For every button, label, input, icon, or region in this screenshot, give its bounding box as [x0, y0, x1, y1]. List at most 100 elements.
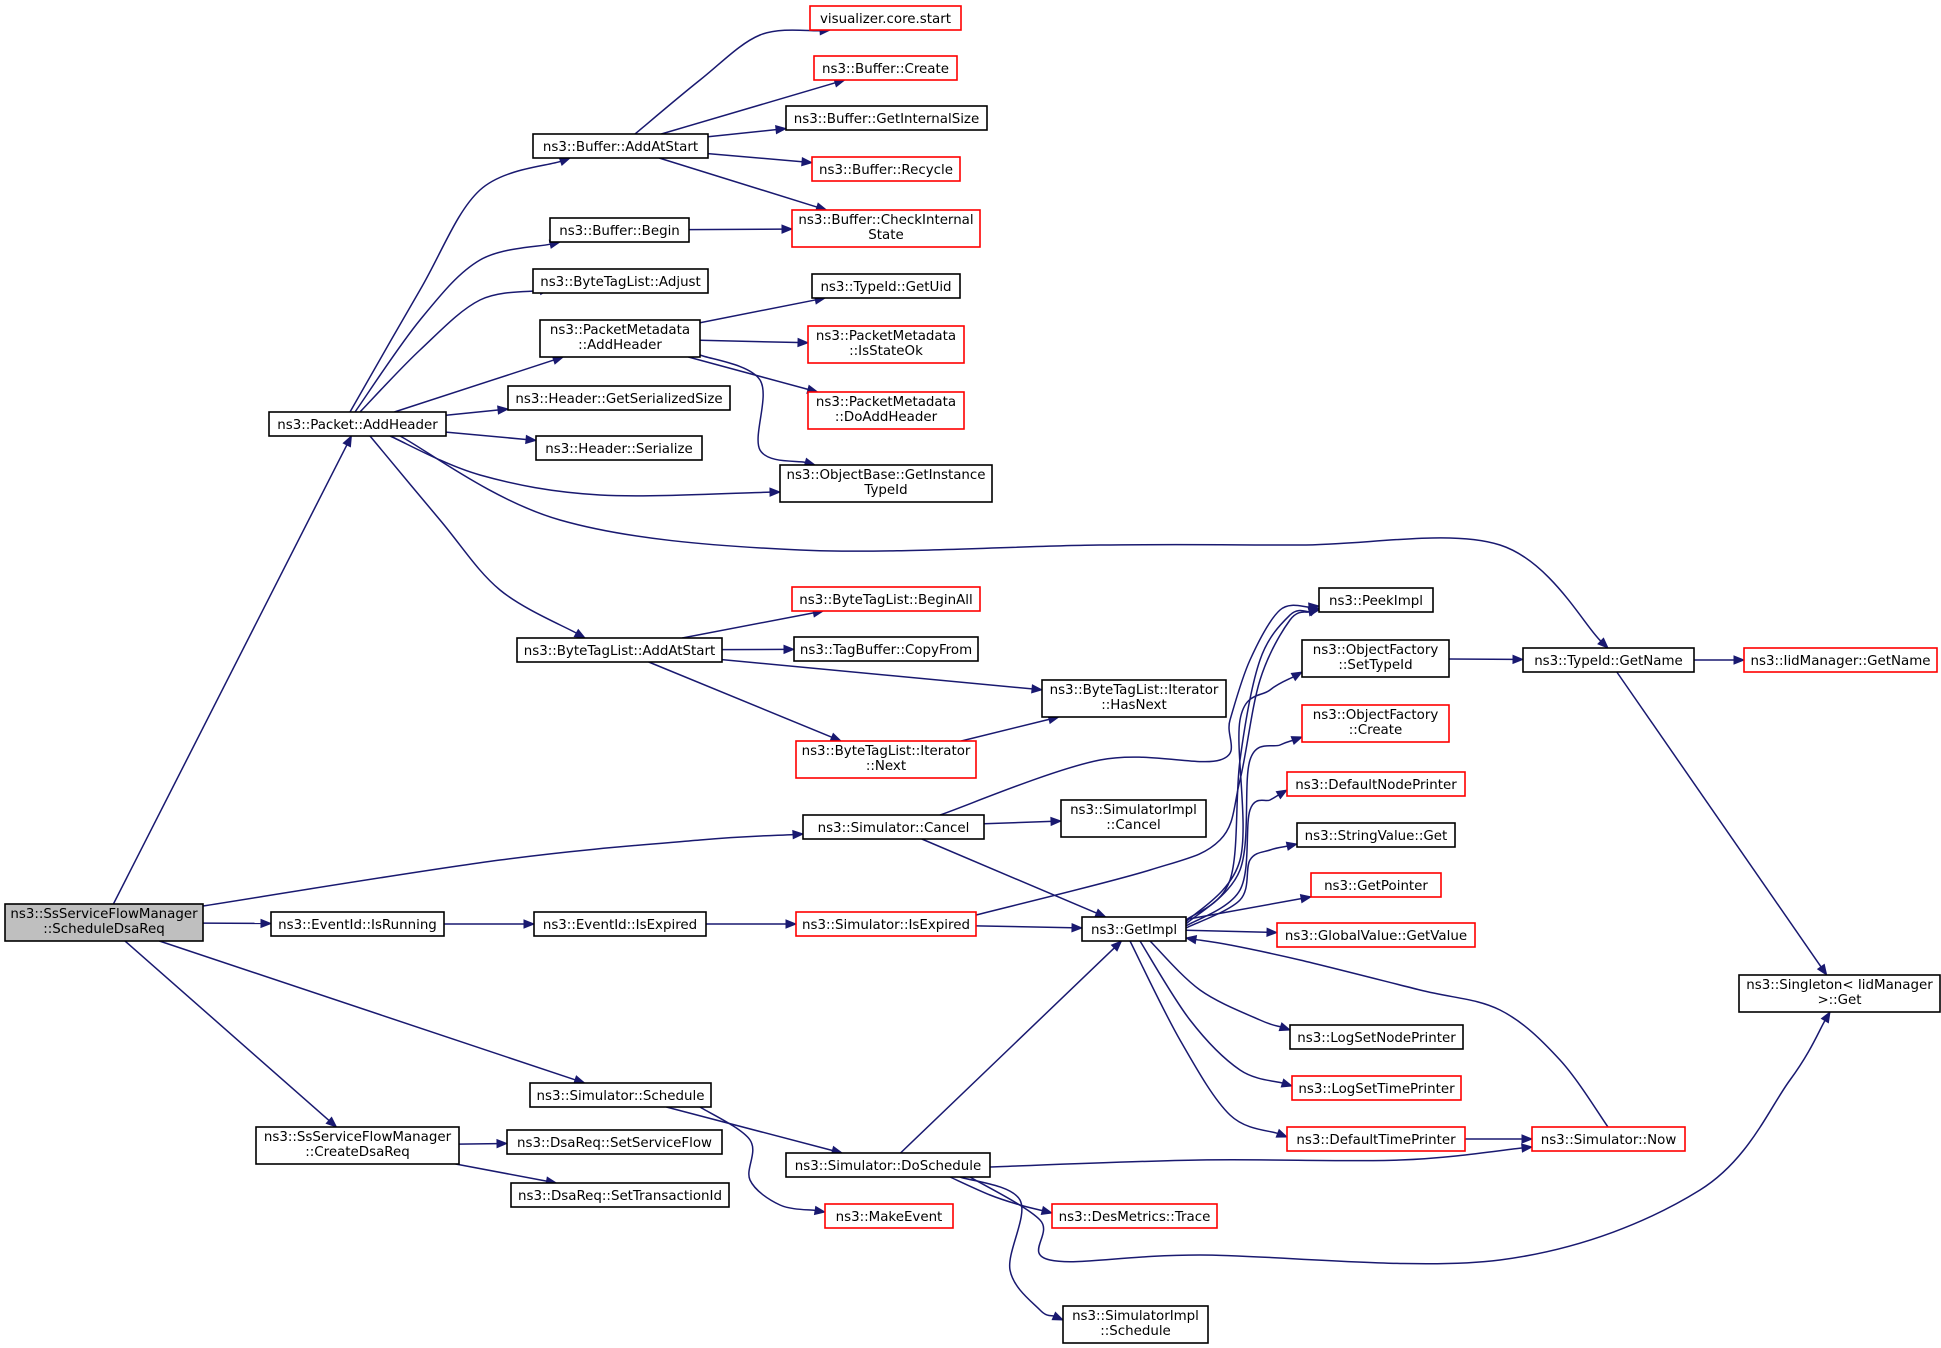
edge-arrowhead — [1110, 940, 1123, 952]
function-node-tagBufCopy[interactable]: ns3::TagBuffer::CopyFrom — [793, 636, 979, 662]
node-label: ::IsStateOk — [849, 344, 923, 359]
call-edge-simDoSchedule-to-singletonGet — [969, 1010, 1831, 1265]
function-node-ofCreate[interactable]: ns3::ObjectFactory::Create — [1301, 704, 1450, 743]
edge-arrowhead — [769, 487, 782, 497]
function-node-makeEvent[interactable]: ns3::MakeEvent — [824, 1203, 954, 1229]
edge-line — [648, 661, 833, 738]
call-edges — [112, 26, 1831, 1321]
node-box — [1041, 679, 1227, 718]
node-label: ::SetTypeId — [1338, 658, 1412, 673]
function-node-bufRecycle[interactable]: ns3::Buffer::Recycle — [811, 156, 961, 182]
function-node-simIsExpired[interactable]: ns3::Simulator::IsExpired — [795, 911, 977, 937]
function-node-typeGetName[interactable]: ns3::TypeId::GetName — [1522, 647, 1695, 673]
function-node-singletonGet[interactable]: ns3::Singleton< IidManager>::Get — [1738, 974, 1941, 1013]
node-label: ns3::Buffer::Begin — [559, 224, 680, 239]
function-node-btlAdjust[interactable]: ns3::ByteTagList::Adjust — [532, 268, 709, 294]
function-node-ofSetTypeId[interactable]: ns3::ObjectFactory::SetTypeId — [1301, 639, 1450, 678]
function-node-btlBeginAll[interactable]: ns3::ByteTagList::BeginAll — [791, 586, 981, 612]
function-node-typeGetUid[interactable]: ns3::TypeId::GetUid — [811, 273, 961, 299]
node-box — [779, 464, 993, 503]
node-label: ns3::ByteTagList::Iterator — [1050, 683, 1219, 698]
edge-line — [1195, 938, 1609, 1128]
edge-line — [983, 820, 1052, 825]
function-node-iidGetName[interactable]: ns3::IidManager::GetName — [1743, 647, 1938, 673]
function-node-desTrace[interactable]: ns3::DesMetrics::Trace — [1051, 1203, 1218, 1229]
function-node-addHeader[interactable]: ns3::Packet::AddHeader — [268, 411, 447, 437]
function-node-simImplCancel[interactable]: ns3::SimulatorImpl::Cancel — [1060, 799, 1207, 838]
function-node-hdrSerialize[interactable]: ns3::Header::Serialize — [535, 435, 703, 461]
function-node-vizStart[interactable]: visualizer.core.start — [809, 5, 962, 31]
function-node-getPointer[interactable]: ns3::GetPointer — [1310, 872, 1442, 898]
function-node-logSetTimePrinter[interactable]: ns3::LogSetTimePrinter — [1291, 1075, 1462, 1101]
edge-arrowhead — [781, 224, 794, 234]
function-node-strValGet[interactable]: ns3::StringValue::Get — [1296, 822, 1456, 848]
function-node-bufGetIntSize[interactable]: ns3::Buffer::GetInternalSize — [785, 105, 988, 131]
edge-line — [445, 409, 499, 416]
node-label: ns3::MakeEvent — [836, 1210, 943, 1225]
node-label: ns3::DsaReq::SetTransactionId — [518, 1189, 722, 1204]
function-node-defNodePrinter[interactable]: ns3::DefaultNodePrinter — [1286, 771, 1466, 797]
call-edge-typeGetName-to-singletonGet — [1616, 671, 1828, 977]
function-node-pmAddHeader[interactable]: ns3::PacketMetadata::AddHeader — [539, 319, 701, 358]
function-node-bufAddAtStart[interactable]: ns3::Buffer::AddAtStart — [532, 133, 709, 159]
function-node-pmIsStateOk[interactable]: ns3::PacketMetadata::IsStateOk — [807, 325, 965, 364]
node-box — [1522, 647, 1695, 673]
edge-line — [1185, 794, 1279, 927]
call-edge-btlAddAtStart-to-tagBufCopy — [721, 644, 796, 655]
function-node-defTimePrinter[interactable]: ns3::DefaultTimePrinter — [1286, 1126, 1466, 1152]
function-node-hdrSerSize[interactable]: ns3::Header::GetSerializedSize — [507, 385, 731, 411]
function-node-simSchedule[interactable]: ns3::Simulator::Schedule — [529, 1082, 712, 1108]
edge-line — [661, 82, 836, 135]
function-node-pmDoAddHeader[interactable]: ns3::PacketMetadata::DoAddHeader — [807, 391, 965, 430]
edge-arrowhead — [1275, 1128, 1289, 1138]
call-edge-getImpl-to-logSetNodePrinter — [1149, 940, 1292, 1032]
edge-arrowhead — [785, 919, 798, 929]
edge-arrowhead — [1278, 1022, 1292, 1032]
node-box — [4, 903, 204, 942]
function-node-eventIsExpired[interactable]: ns3::EventId::IsExpired — [533, 911, 707, 937]
call-edge-root-to-addHeader — [112, 434, 353, 905]
edge-line — [1185, 929, 1268, 934]
node-label: ns3::PacketMetadata — [816, 329, 956, 344]
edge-arrowhead — [325, 1116, 338, 1128]
function-node-btlIterHasNext[interactable]: ns3::ByteTagList::Iterator::HasNext — [1041, 679, 1227, 718]
function-node-btlAddAtStart[interactable]: ns3::ByteTagList::AddAtStart — [516, 637, 723, 663]
node-label: ns3::ByteTagList::BeginAll — [799, 593, 972, 608]
call-edge-btlAddAtStart-to-btlIterNext — [648, 661, 843, 742]
node-box — [1286, 771, 1466, 797]
node-label: ns3::ObjectFactory — [1313, 643, 1439, 658]
node-box — [268, 411, 447, 437]
function-node-getImpl[interactable]: ns3::GetImpl — [1081, 916, 1187, 942]
call-edge-ofSetTypeId-to-typeGetName — [1448, 654, 1525, 665]
node-box — [535, 435, 703, 461]
function-node-gvGetValue[interactable]: ns3::GlobalValue::GetValue — [1276, 922, 1476, 948]
call-edge-createDsaReq-to-dsaSetTid — [455, 1163, 558, 1186]
function-node-dsaSetTid[interactable]: ns3::DsaReq::SetTransactionId — [510, 1182, 730, 1208]
node-label: ns3::Simulator::Cancel — [818, 821, 970, 836]
edge-line — [634, 29, 821, 135]
function-node-simImplSchedule[interactable]: ns3::SimulatorImpl::Schedule — [1062, 1305, 1209, 1344]
edge-line — [975, 925, 1073, 929]
function-node-simNow[interactable]: ns3::Simulator::Now — [1531, 1126, 1686, 1152]
edge-line — [399, 435, 1602, 642]
function-node-eventIsRunning[interactable]: ns3::EventId::IsRunning — [270, 911, 445, 937]
function-node-createDsaReq[interactable]: ns3::SsServiceFlowManager::CreateDsaReq — [255, 1126, 460, 1165]
function-node-peekImpl[interactable]: ns3::PeekImpl — [1318, 587, 1434, 613]
function-node-simDoSchedule[interactable]: ns3::Simulator::DoSchedule — [785, 1152, 991, 1178]
function-node-btlIterNext[interactable]: ns3::ByteTagList::Iterator::Next — [795, 740, 977, 779]
node-box — [785, 1152, 991, 1178]
function-node-bufBegin[interactable]: ns3::Buffer::Begin — [549, 217, 690, 243]
node-box — [516, 637, 723, 663]
function-node-bufCreate[interactable]: ns3::Buffer::Create — [813, 55, 958, 81]
node-box — [785, 105, 988, 131]
edge-line — [1185, 676, 1294, 923]
node-label: ns3::Buffer::Recycle — [819, 163, 953, 178]
function-node-simCancel[interactable]: ns3::Simulator::Cancel — [802, 814, 985, 840]
function-node-dsaSetSF[interactable]: ns3::DsaReq::SetServiceFlow — [506, 1129, 723, 1155]
edge-arrowhead — [783, 644, 796, 655]
node-label: ns3::Simulator::DoSchedule — [795, 1159, 981, 1174]
function-node-logSetNodePrinter[interactable]: ns3::LogSetNodePrinter — [1289, 1024, 1464, 1050]
